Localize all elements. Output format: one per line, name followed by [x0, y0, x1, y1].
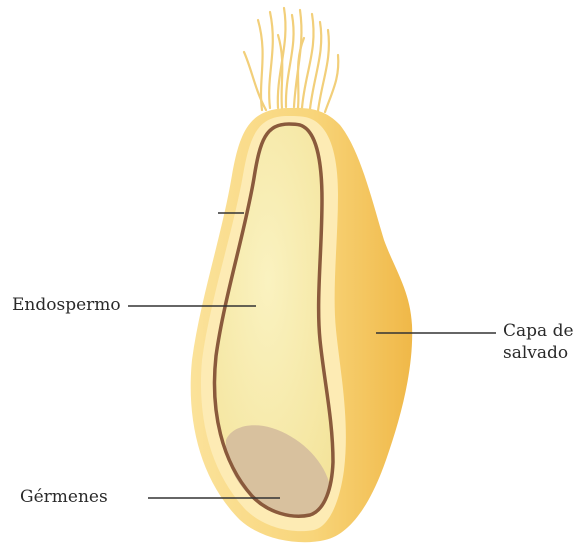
bran-label-line1: Capa de	[503, 320, 574, 342]
germ-label: Gérmenes	[20, 486, 108, 508]
endosperm-label: Endospermo	[12, 294, 121, 316]
bran-layer-label: Capa de salvado	[503, 320, 574, 364]
kernel-brush-hairs	[244, 8, 338, 112]
bran-label-line2: salvado	[503, 342, 574, 364]
